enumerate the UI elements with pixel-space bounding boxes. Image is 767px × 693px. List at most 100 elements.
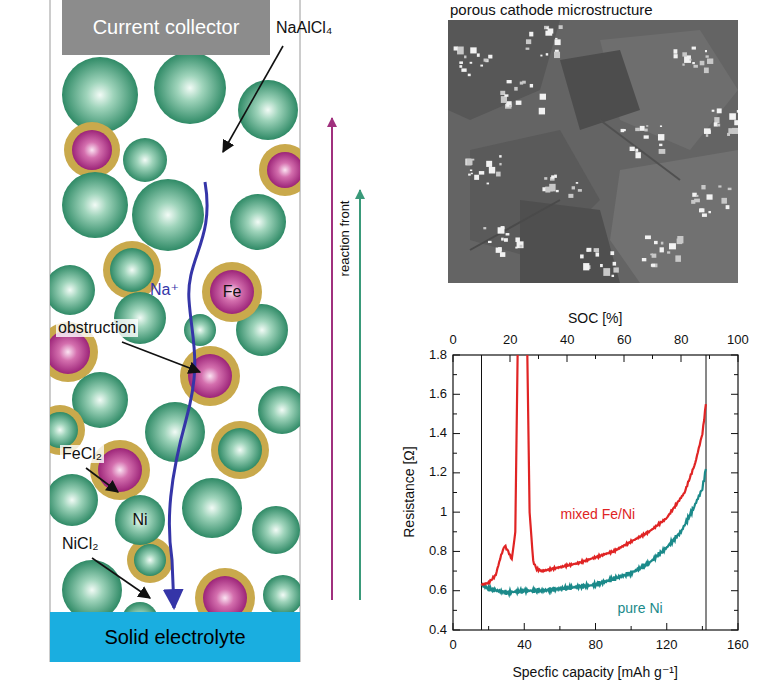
sem-grain (471, 173, 473, 174)
sem-grain (479, 171, 484, 175)
sem-grain (682, 52, 687, 56)
ni-particle (134, 544, 166, 576)
current-collector-band: Current collector (62, 0, 270, 55)
sem-grain (504, 238, 508, 242)
sem-grain (556, 190, 559, 192)
sem-grain (726, 205, 730, 209)
axis-tick (738, 623, 739, 630)
particle-core (115, 495, 165, 545)
sem-grain (646, 125, 648, 126)
sem-grain (470, 169, 472, 171)
sem-grain (461, 68, 466, 71)
sem-grain (459, 61, 463, 64)
axis-tick (488, 626, 489, 630)
sem-grain (545, 187, 550, 193)
ni-particle (263, 575, 300, 614)
axis-tick (595, 355, 596, 359)
sem-grain (696, 195, 699, 197)
column-frame (300, 0, 301, 662)
fe-particle (98, 448, 142, 492)
sem-grain (457, 47, 464, 55)
axis-tick (453, 512, 460, 513)
sem-grain (635, 149, 638, 152)
axis-tick (731, 394, 738, 395)
ni-particle (230, 194, 286, 250)
sem-grain (551, 175, 554, 178)
sem-grain (677, 236, 683, 243)
sem-grain (468, 74, 471, 77)
sem-grain (464, 56, 466, 59)
tick-label: 80 (589, 638, 603, 653)
sem-grain (514, 87, 517, 91)
sem-grain (659, 149, 666, 154)
sem-grain (717, 124, 720, 127)
sem-grain (718, 185, 721, 187)
sem-grain (568, 194, 573, 198)
ni-particle (50, 412, 78, 448)
fecl2-shell (180, 346, 240, 406)
sem-grain (706, 55, 709, 57)
sem-grain (540, 94, 546, 100)
sem-grain (544, 26, 549, 29)
axis-title: Resistance [Ω] (400, 446, 416, 537)
axis-tick (624, 355, 625, 362)
sem-grain (705, 50, 707, 52)
sem-grain (729, 113, 736, 120)
axis-tick (453, 531, 457, 532)
ni-particle (258, 386, 300, 434)
tick-label: 1.4 (429, 426, 447, 441)
axis-tick (702, 626, 703, 630)
tick-label: 20 (503, 333, 517, 348)
node-text: Current collector (93, 16, 240, 39)
solid-electrolyte-band: Solid electrolyte (50, 612, 300, 662)
ni-particle (62, 560, 122, 614)
ni-particle (132, 179, 204, 251)
axis-tick (734, 531, 738, 532)
sem-grain (496, 172, 501, 177)
ni-particle (50, 474, 98, 526)
sem-grain (704, 68, 709, 74)
sem-grain (554, 175, 557, 178)
sem-grain (501, 238, 504, 241)
sem-grain (480, 65, 483, 67)
axis-tick (453, 630, 460, 631)
sem-grain (734, 120, 738, 125)
sem-grain (499, 163, 501, 165)
sem-grain (470, 62, 473, 64)
sem-grain (613, 262, 616, 266)
axis-arrow-label: reaction front (338, 198, 353, 278)
sem-grain (578, 189, 582, 192)
sem-grain (610, 251, 614, 255)
axis-tick (453, 623, 454, 630)
sem-grain (661, 242, 664, 245)
axis-tick (510, 355, 511, 362)
ni-particle (110, 248, 154, 292)
sem-grain (580, 254, 584, 258)
sem-grain (640, 126, 645, 131)
sem-grain (559, 25, 563, 29)
tick-label: 80 (674, 333, 688, 348)
sem-grain (645, 235, 651, 239)
ni-particle (62, 57, 138, 133)
sem-grain (483, 227, 486, 229)
axis-tick (731, 590, 738, 591)
axis-tick (453, 355, 454, 362)
sem-grain (474, 175, 479, 180)
sem-grain (717, 108, 722, 113)
sem-grain (468, 174, 471, 176)
sem-grain (635, 152, 640, 158)
sem-grain (737, 110, 738, 113)
axis-tick (453, 355, 460, 356)
node-text: Solid electrolyte (104, 626, 245, 649)
sem-grain (487, 183, 489, 185)
sem-grain (721, 198, 727, 204)
axis-tick (734, 413, 738, 414)
particle-core (210, 270, 254, 314)
fe-particle: Fe (202, 262, 262, 322)
sem-grain (520, 82, 523, 85)
sem-image (448, 20, 738, 283)
sem-grain (507, 80, 512, 83)
reaction-front-arrow (359, 190, 361, 600)
sem-grain (555, 38, 557, 40)
sem-grain (708, 211, 711, 213)
